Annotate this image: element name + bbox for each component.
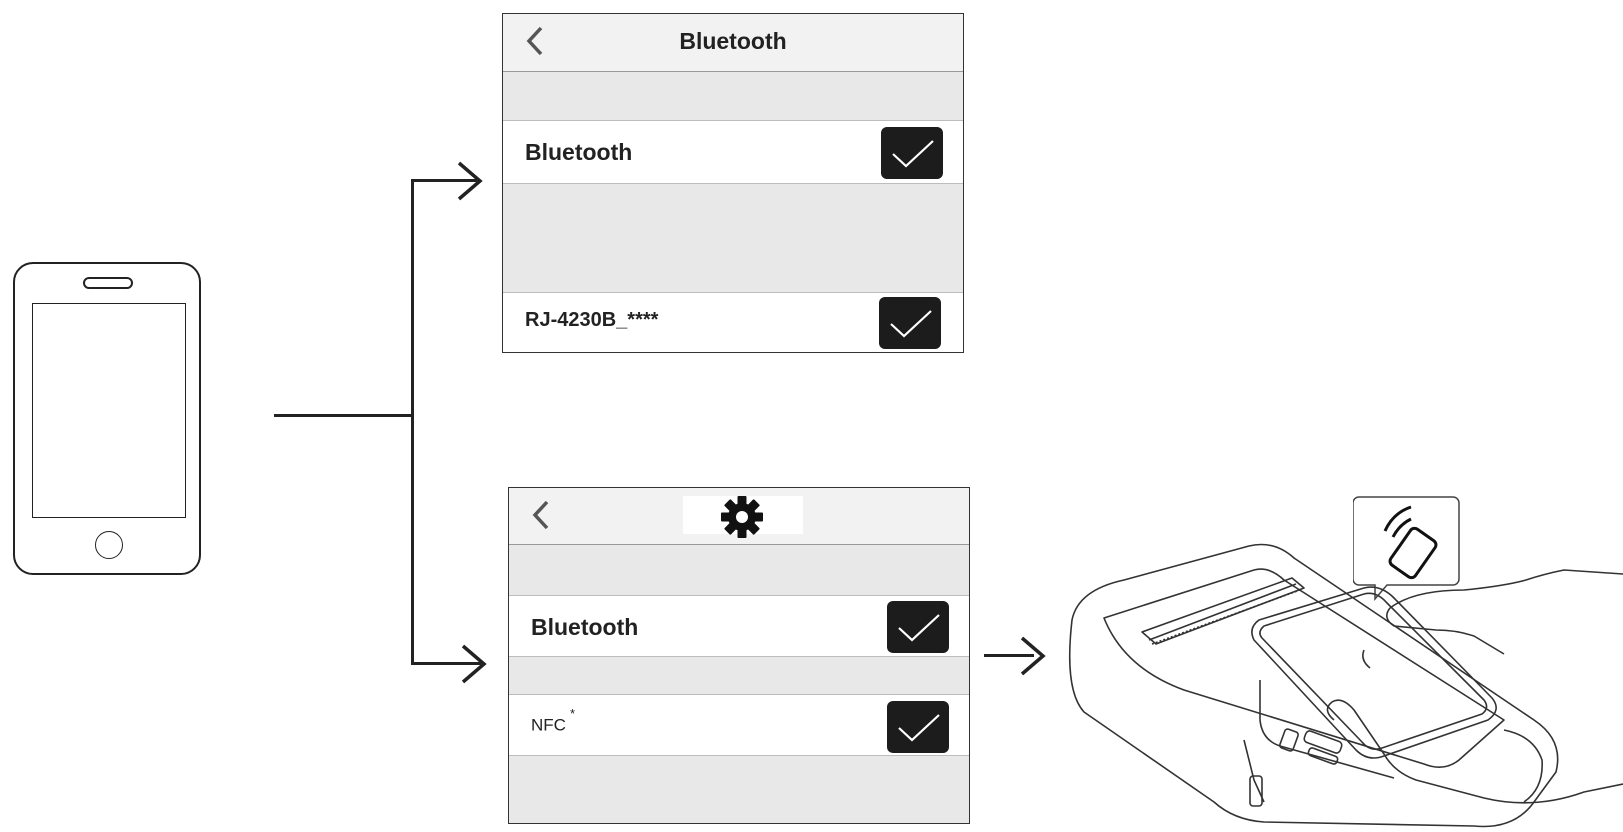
- arrow-right-icon: [461, 644, 487, 684]
- arrow-to-printer-shaft: [984, 654, 1034, 657]
- nfc-tap-icon: [1353, 496, 1460, 602]
- chevron-left-icon[interactable]: [525, 498, 559, 532]
- nfc-label: NFC*: [531, 706, 575, 736]
- mobile-printer-illustration: [1068, 543, 1623, 828]
- footnote-mark: *: [569, 706, 576, 721]
- screen-header: [509, 488, 969, 545]
- connector-horizontal: [274, 414, 413, 417]
- arrow-right-icon: [457, 161, 483, 201]
- connector-top-branch: [411, 179, 477, 182]
- nfc-toggle-row[interactable]: NFC*: [509, 694, 969, 756]
- device-name-label: RJ-4230B_****: [525, 309, 659, 331]
- checkmark-icon: [898, 614, 940, 642]
- nfc-checkbox[interactable]: [887, 701, 949, 753]
- spacer-band: [509, 657, 969, 694]
- nfc-label-text: NFC: [531, 715, 566, 735]
- printer-settings-screen: Bluetooth NFC*: [508, 487, 970, 824]
- bluetooth-checkbox[interactable]: [881, 127, 943, 179]
- smartphone-icon: [13, 262, 201, 575]
- checkmark-icon: [892, 140, 934, 168]
- connector-vertical: [411, 179, 414, 665]
- bluetooth-label: Bluetooth: [525, 139, 633, 165]
- screen-header: Bluetooth: [503, 14, 963, 72]
- bluetooth-settings-screen: Bluetooth Bluetooth RJ-4230B_****: [502, 13, 964, 353]
- checkmark-icon: [890, 310, 932, 338]
- arrow-right-icon: [1020, 636, 1046, 676]
- phone-screen: [32, 303, 186, 518]
- bluetooth-toggle-row[interactable]: Bluetooth: [509, 595, 969, 657]
- chevron-left-icon[interactable]: [519, 24, 553, 58]
- connector-bottom-branch: [411, 662, 481, 665]
- gear-icon: [721, 496, 763, 538]
- device-checkbox[interactable]: [879, 297, 941, 349]
- phone-home-button: [95, 531, 123, 559]
- spacer-band: [509, 756, 969, 823]
- bluetooth-checkbox[interactable]: [887, 601, 949, 653]
- checkmark-icon: [898, 714, 940, 742]
- screen-title: Bluetooth: [679, 28, 787, 54]
- header-icon-box: [683, 496, 803, 538]
- spacer-band: [509, 545, 969, 595]
- bluetooth-label: Bluetooth: [531, 614, 639, 640]
- spacer-band: [503, 72, 963, 120]
- phone-speaker: [83, 277, 133, 289]
- spacer-band: [503, 184, 963, 292]
- device-row[interactable]: RJ-4230B_****: [503, 292, 963, 352]
- bluetooth-toggle-row[interactable]: Bluetooth: [503, 120, 963, 184]
